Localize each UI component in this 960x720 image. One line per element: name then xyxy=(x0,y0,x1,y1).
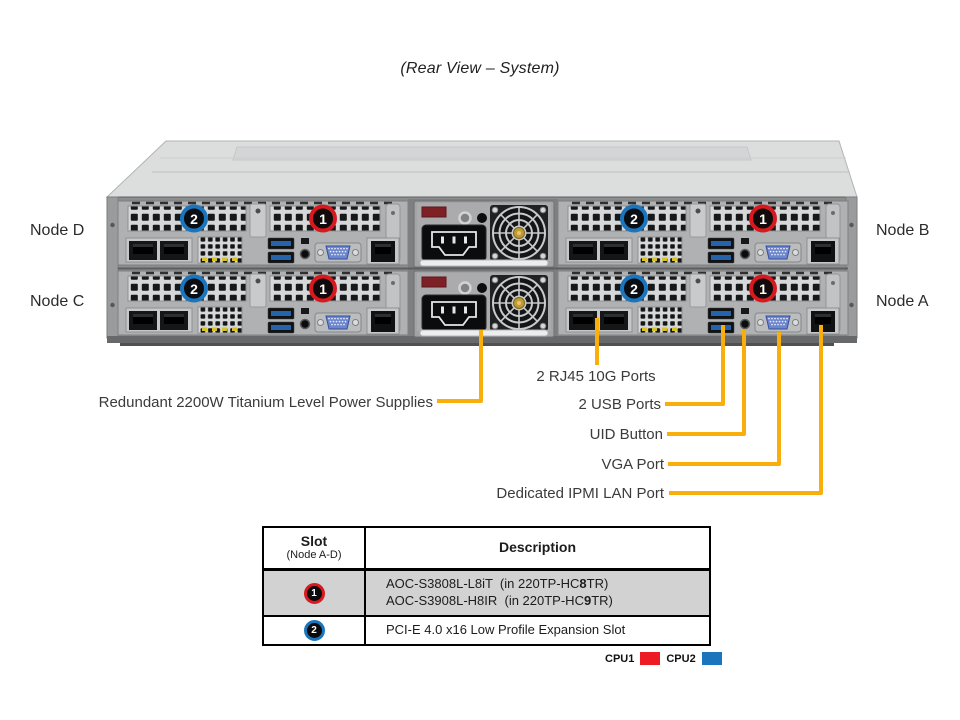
table-row-slot1: 1 AOC-S3808L-L8iT (in 220TP-HC8TR)AOC-S3… xyxy=(264,571,709,617)
callout-psu: Redundant 2200W Titanium Level Power Sup… xyxy=(98,394,433,411)
slot1-description: AOC-S3808L-L8iT (in 220TP-HC8TR)AOC-S390… xyxy=(386,576,613,608)
callout-vga-port: VGA Port xyxy=(601,456,664,473)
node-label-d: Node D xyxy=(30,222,85,239)
cpu2-swatch xyxy=(701,652,722,665)
cpu1-swatch xyxy=(640,652,661,665)
cpu-legend: CPU1 CPU2 xyxy=(605,652,722,665)
cpu1-label: CPU1 xyxy=(605,652,635,665)
callout-ipmi-port: Dedicated IPMI LAN Port xyxy=(496,485,664,502)
node-a-sled xyxy=(556,269,850,337)
table-row-slot2: 2 PCI-E 4.0 x16 Low Profile Expansion Sl… xyxy=(264,617,709,644)
node-d-sled xyxy=(116,199,410,267)
callout-line-psu xyxy=(437,330,483,403)
slot2-marker-table: 2 xyxy=(303,620,325,641)
cpu2-label: CPU2 xyxy=(666,652,696,665)
node-c-sled xyxy=(116,269,410,337)
psu-bottom xyxy=(412,269,556,339)
callout-line-uid xyxy=(667,330,746,436)
psu-top xyxy=(412,199,556,269)
header-slot: Slot (Node A-D) xyxy=(264,528,366,568)
node-label-a: Node A xyxy=(876,293,929,310)
chassis-lid xyxy=(105,140,858,198)
callout-usb-ports: 2 USB Ports xyxy=(578,396,661,413)
callout-uid-button: UID Button xyxy=(589,426,663,443)
callout-line-ipmi xyxy=(669,325,823,495)
page-title: (Rear View – System) xyxy=(400,60,560,77)
node-b-sled xyxy=(556,199,850,267)
node-label-c: Node C xyxy=(30,293,85,310)
slot2-description: PCI-E 4.0 x16 Low Profile Expansion Slot xyxy=(386,622,626,638)
callout-line-usb xyxy=(665,325,725,406)
node-label-b: Node B xyxy=(876,222,930,239)
slot-table-header: Slot (Node A-D) Description xyxy=(264,528,709,571)
slot1-marker-table: 1 xyxy=(303,582,325,604)
callout-line-vga xyxy=(668,332,781,466)
callout-rj45-ports: 2 RJ45 10G Ports xyxy=(536,368,656,385)
slot-table: Slot (Node A-D) Description 1 AOC-S3808L… xyxy=(262,526,711,646)
left-rail xyxy=(106,196,119,339)
header-description: Description xyxy=(498,539,576,556)
